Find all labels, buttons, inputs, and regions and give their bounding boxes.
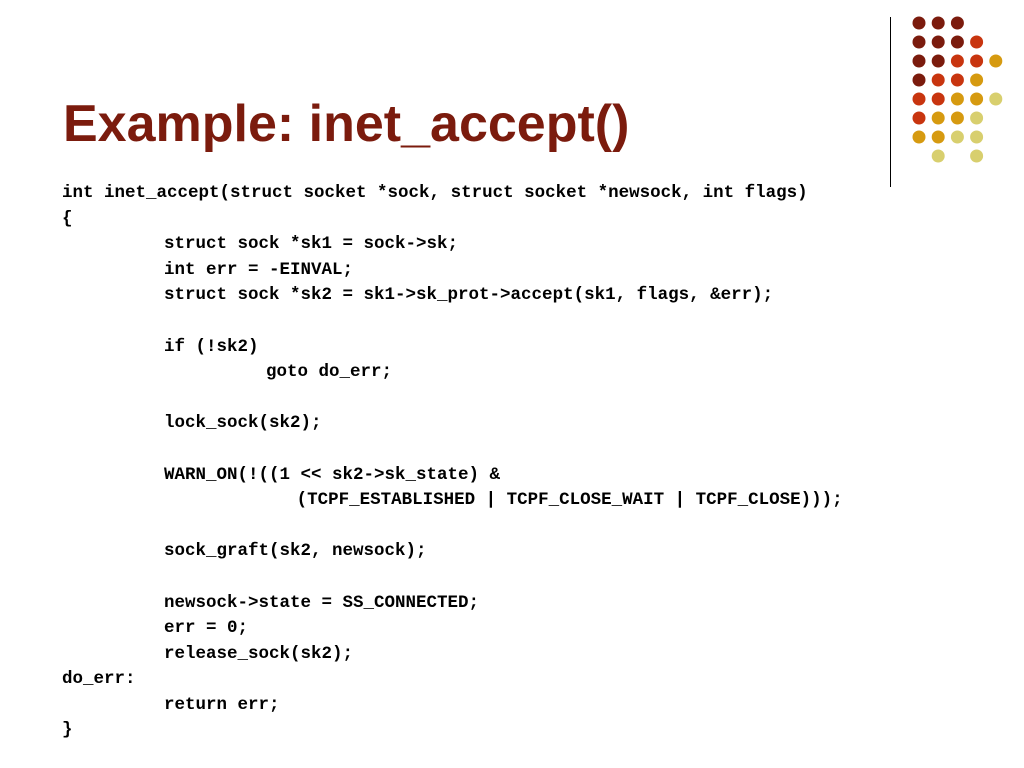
code-line: }	[62, 720, 73, 741]
code-line: do_err:	[62, 669, 136, 690]
decor-dot	[950, 54, 964, 68]
decor-dot	[931, 111, 945, 125]
decor-dot	[931, 35, 945, 49]
decor-dot	[931, 73, 945, 87]
decor-dot	[970, 35, 984, 49]
code-line: return err;	[164, 694, 280, 715]
slide-title: Example: inet_accept()	[63, 95, 630, 153]
decor-dot	[912, 92, 926, 106]
decor-dot	[970, 130, 984, 144]
decor-dot	[912, 111, 926, 125]
decor-dot	[989, 54, 1003, 68]
code-line: lock_sock(sk2);	[164, 413, 322, 434]
decor-dot	[950, 92, 964, 106]
decor-dot	[970, 111, 984, 125]
code-line	[62, 309, 1002, 335]
code-block: int inet_accept(struct socket *sock, str…	[62, 181, 1002, 744]
decor-dot	[950, 16, 964, 30]
code-line	[62, 565, 1002, 591]
code-line: (TCPF_ESTABLISHED | TCPF_CLOSE_WAIT | TC…	[296, 490, 843, 511]
decor-dot	[970, 73, 984, 87]
decor-dot	[912, 16, 926, 30]
code-line: goto do_err;	[266, 362, 393, 383]
decor-dot	[931, 16, 945, 30]
code-line: WARN_ON(!((1 << sk2->sk_state) &	[164, 464, 501, 485]
decor-dot	[950, 130, 964, 144]
decor-dot	[912, 130, 926, 144]
decor-dot	[912, 35, 926, 49]
decor-dot	[970, 149, 984, 163]
decor-dot	[950, 111, 964, 125]
decor-dot	[912, 73, 926, 87]
code-line: {	[62, 208, 73, 229]
code-line	[62, 437, 1002, 463]
code-line: err = 0;	[164, 618, 249, 639]
decor-dot	[931, 92, 945, 106]
title-divider	[890, 17, 891, 187]
code-line	[62, 386, 1002, 412]
decor-dot	[950, 35, 964, 49]
code-line: release_sock(sk2);	[164, 643, 354, 664]
decor-dot	[970, 92, 984, 106]
code-line: int inet_accept(struct socket *sock, str…	[62, 183, 808, 203]
decor-dot	[931, 149, 945, 163]
code-line: int err = -EINVAL;	[164, 259, 354, 280]
code-line: struct sock *sk2 = sk1->sk_prot->accept(…	[164, 285, 774, 306]
code-line: sock_graft(sk2, newsock);	[164, 541, 427, 562]
decor-dot	[931, 130, 945, 144]
decor-dot	[950, 73, 964, 87]
decor-dot	[912, 54, 926, 68]
decor-dot	[931, 54, 945, 68]
code-line: struct sock *sk1 = sock->sk;	[164, 234, 459, 255]
code-line: if (!sk2)	[164, 336, 259, 357]
decor-dot	[970, 54, 984, 68]
code-line	[62, 514, 1002, 540]
decor-dot	[989, 92, 1003, 106]
code-line: newsock->state = SS_CONNECTED;	[164, 592, 480, 613]
